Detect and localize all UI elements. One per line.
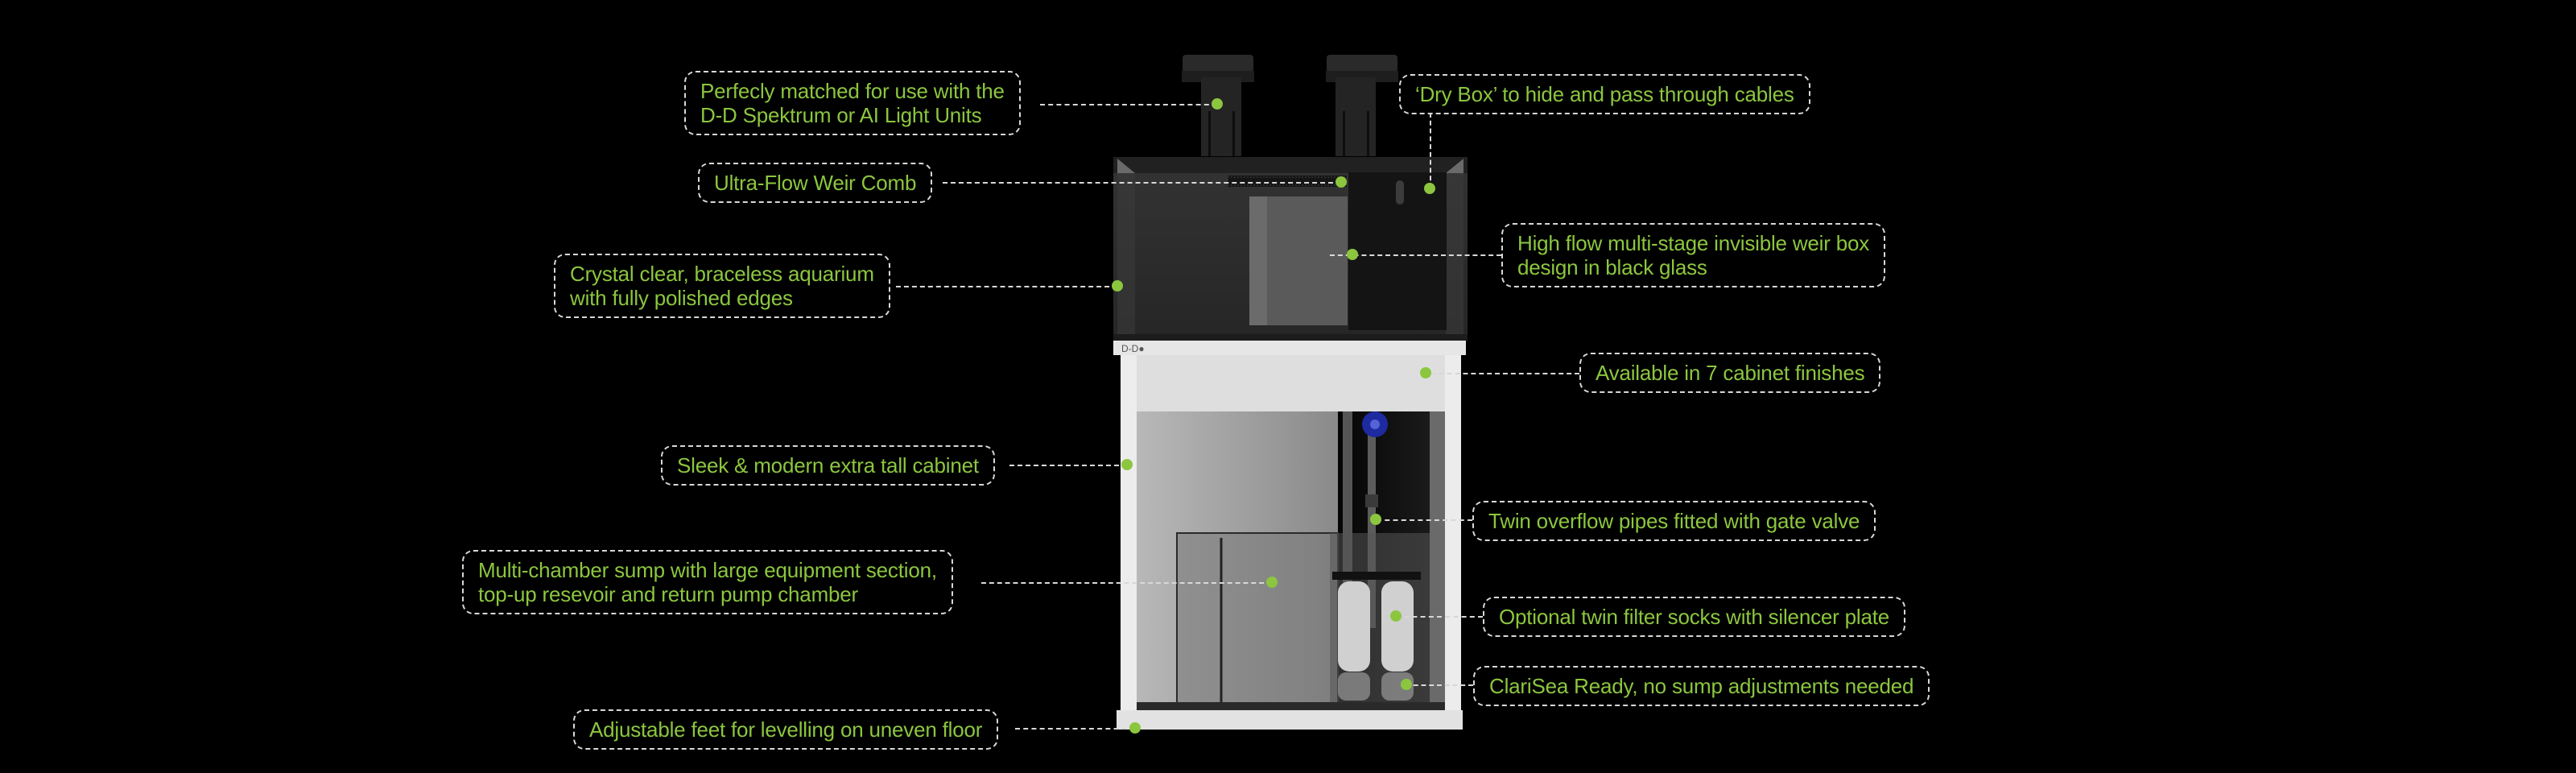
callout-clarisea: ClariSea Ready, no sump adjustments need… [1473,666,1930,706]
callout-aquarium-glass: Crystal clear, braceless aquarium with f… [554,254,890,318]
callout-feet: Adjustable feet for levelling on uneven … [573,709,999,750]
callout-text-line: Sleek & modern extra tall cabinet [677,453,979,477]
leader-aquarium-glass [896,286,1117,287]
marker-dot-filter-socks [1390,610,1402,622]
aquarium-tank [1113,157,1468,341]
callout-text-line: Available in 7 cabinet finishes [1596,361,1865,385]
callout-text-line: top-up resevoir and return pump chamber [478,582,859,606]
callout-filter-socks: Optional twin filter socks with silencer… [1483,597,1906,637]
callout-weir-box: High flow multi-stage invisible weir box… [1501,223,1886,287]
callout-text-line: Perfecly matched for use with the [700,79,1005,103]
callout-text-line: Ultra-Flow Weir Comb [714,171,917,195]
callout-text-line: Twin overflow pipes fitted with gate val… [1488,509,1860,533]
marker-dot-dry-box [1424,183,1435,194]
callout-text-line: D-D Spektrum or AI Light Units [700,103,982,127]
marker-dot-sump [1266,577,1278,588]
marker-dot-cabinet-finishes [1420,367,1431,378]
callout-overflow-pipes: Twin overflow pipes fitted with gate val… [1472,501,1876,541]
callout-tall-cabinet: Sleek & modern extra tall cabinet [661,445,995,486]
marker-dot-clarisea [1401,679,1412,690]
callout-text-line: Adjustable feet for levelling on uneven … [589,717,983,742]
cabinet: D-D● [1113,341,1466,730]
leader-overflow-pipes [1377,519,1472,521]
leader-feet [1015,728,1135,730]
marker-dot-lighting [1212,98,1223,110]
leader-clarisea [1406,684,1473,686]
leader-cabinet-finishes [1423,373,1579,374]
leader-weir-comb [943,182,1341,184]
callout-text-line: Crystal clear, braceless aquarium [570,262,874,286]
leader-dry-box [1430,113,1431,188]
leader-sump [981,582,1272,584]
leader-lighting [1040,104,1217,105]
leader-tall-cabinet [1009,465,1127,466]
callout-text-line: Optional twin filter socks with silencer… [1499,605,1890,629]
marker-dot-weir-comb [1335,176,1347,188]
marker-dot-overflow-pipes [1370,514,1381,525]
marker-dot-aquarium-glass [1112,280,1123,291]
callout-sump: Multi-chamber sump with large equipment … [462,550,953,614]
marker-dot-tall-cabinet [1121,459,1133,470]
callout-text-line: ClariSea Ready, no sump adjustments need… [1489,674,1914,698]
callout-text-line: High flow multi-stage invisible weir box [1517,231,1870,255]
callout-text-line: with fully polished edges [570,286,793,310]
callout-cabinet-finishes: Available in 7 cabinet finishes [1579,353,1881,393]
callout-lighting: Perfecly matched for use with the D-D Sp… [684,71,1021,135]
callout-text-line: design in black glass [1517,255,1707,279]
callout-weir-comb: Ultra-Flow Weir Comb [698,163,933,203]
marker-dot-feet [1129,722,1141,734]
leader-weir-box [1330,254,1501,256]
callout-text-line: ‘Dry Box’ to hide and pass through cable… [1415,82,1794,106]
brand-logo: D-D● [1121,343,1145,354]
callout-text-line: Multi-chamber sump with large equipment … [478,558,937,582]
callout-dry-box: ‘Dry Box’ to hide and pass through cable… [1399,74,1810,114]
marker-dot-weir-box [1347,249,1358,260]
leader-filter-socks [1396,616,1483,618]
